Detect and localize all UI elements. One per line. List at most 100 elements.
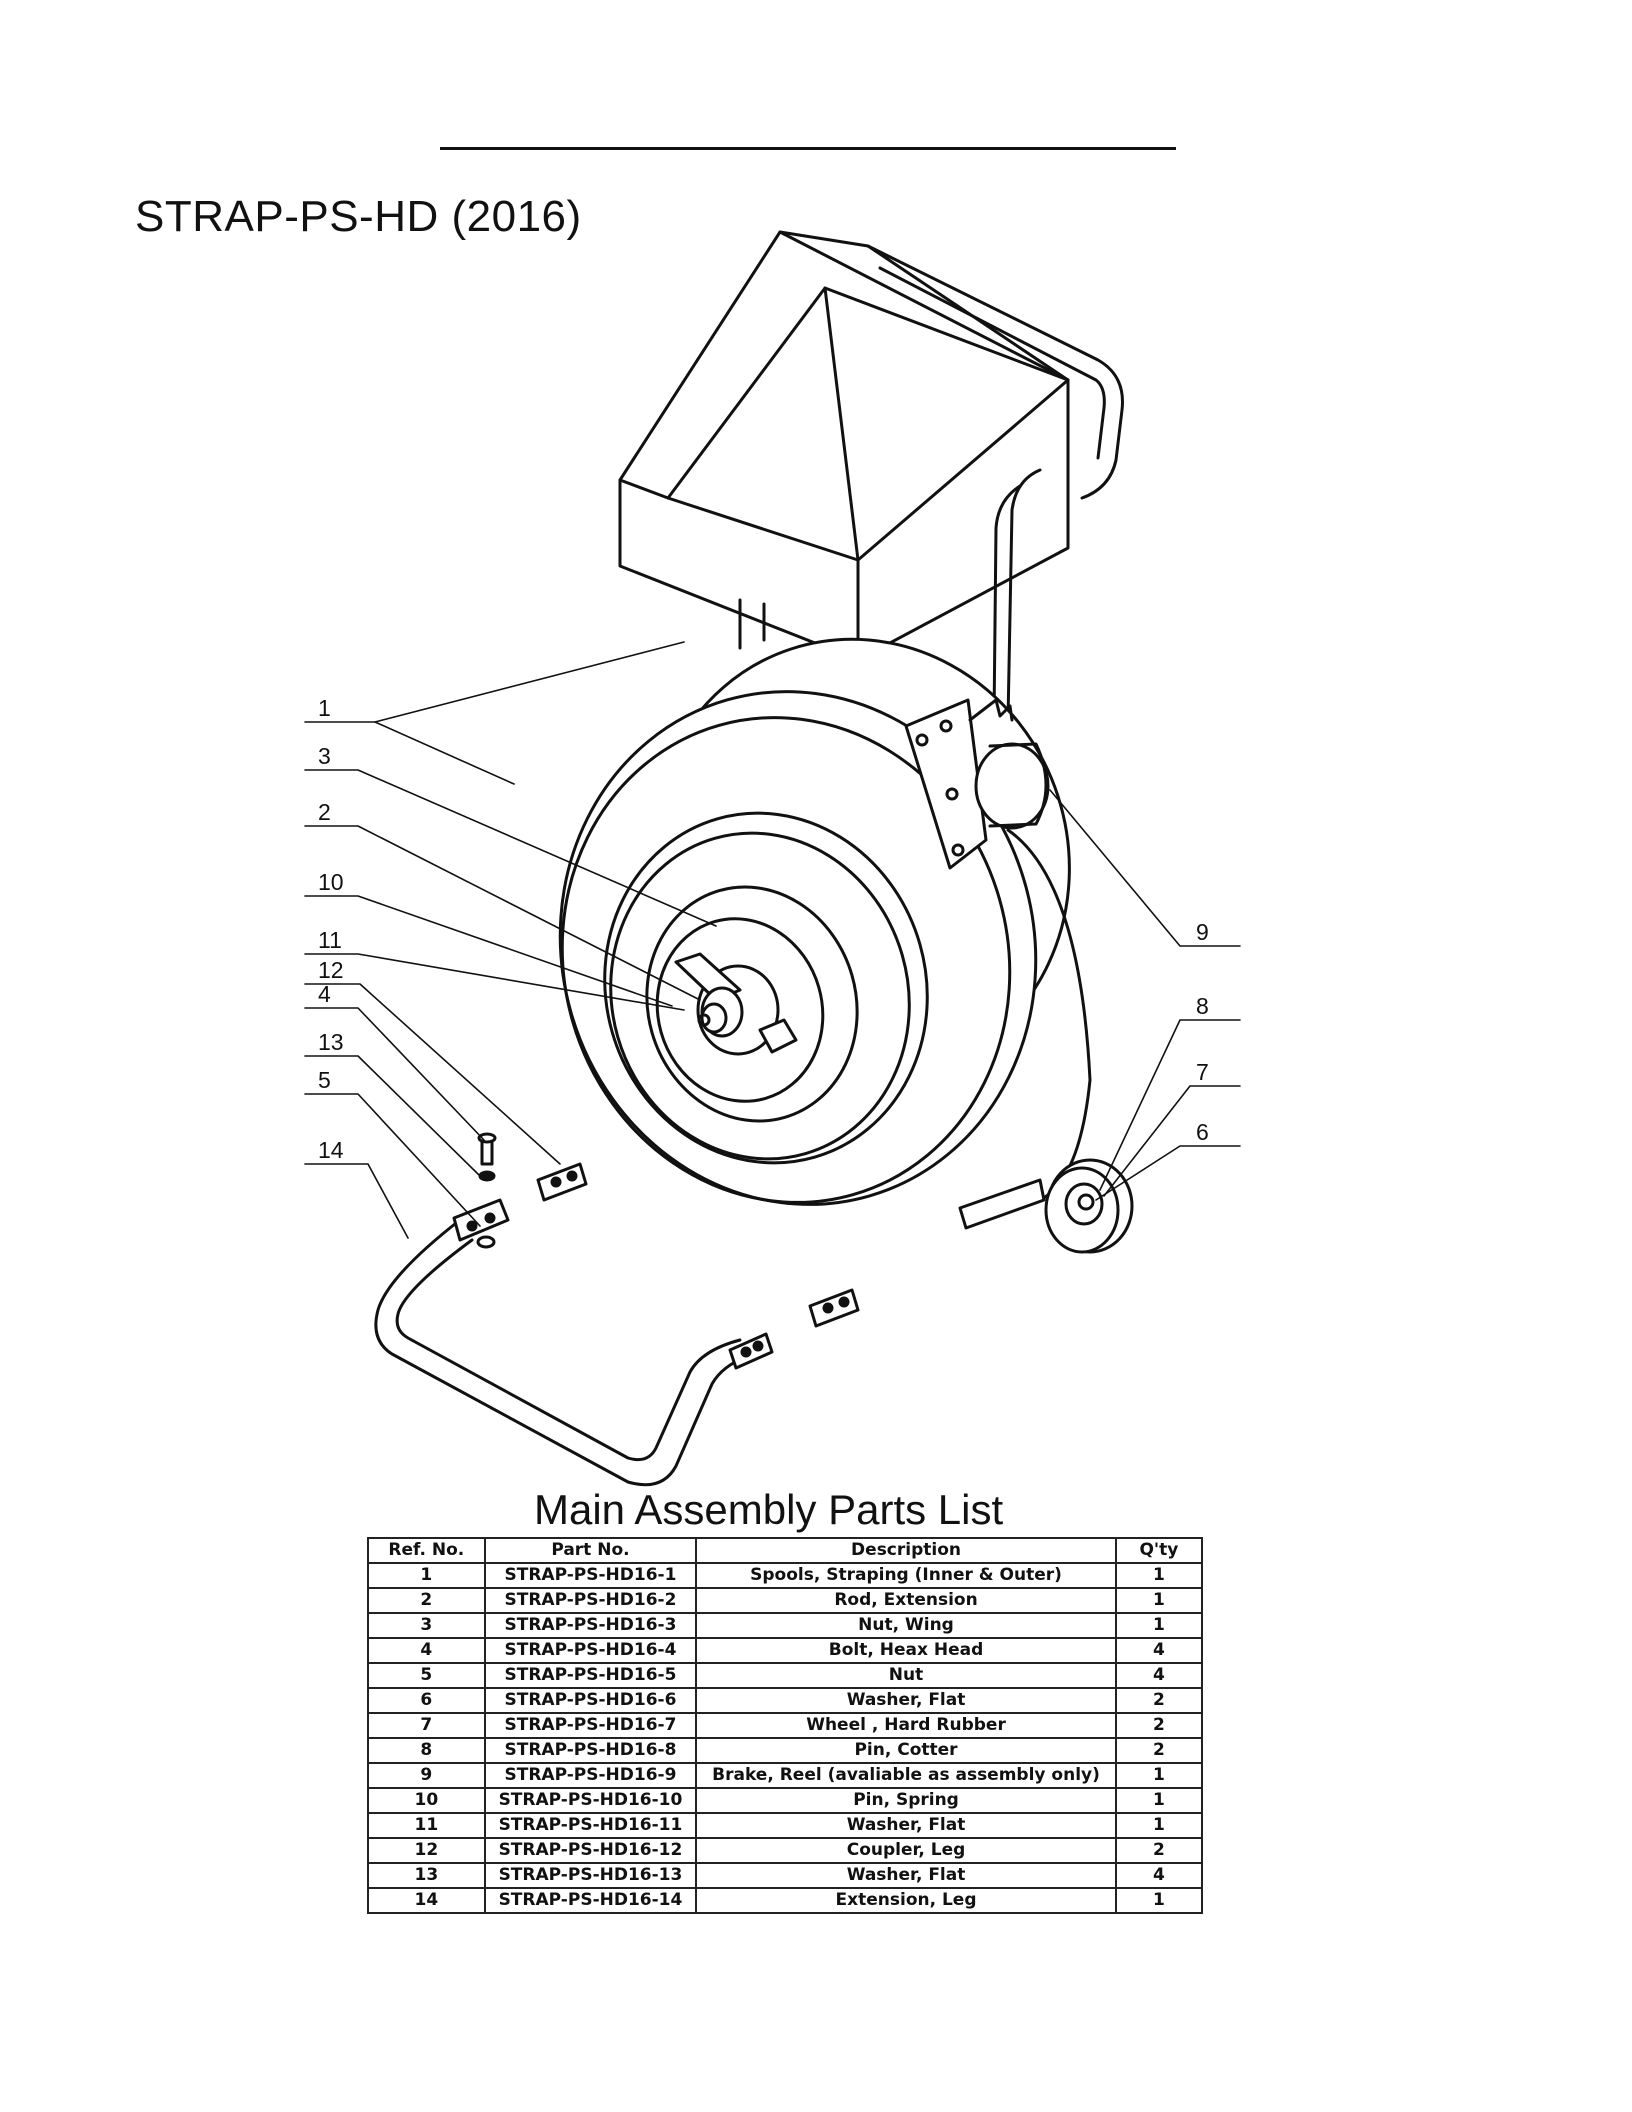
table-cell: STRAP-PS-HD16-13 (483, 1862, 698, 1889)
table-cell: STRAP-PS-HD16-11 (483, 1812, 698, 1839)
table-cell: Coupler, Leg (695, 1837, 1117, 1864)
callout-label: 12 (318, 957, 344, 983)
table-cell: Nut, Wing (695, 1612, 1117, 1639)
spools (558, 637, 1092, 1206)
table-cell: 4 (1114, 1637, 1204, 1664)
table-cell: Bolt, Heax Head (695, 1637, 1117, 1664)
table-cell: 1 (1114, 1787, 1204, 1814)
column-header: Q'ty (1114, 1537, 1204, 1564)
table-cell: STRAP-PS-HD16-7 (483, 1712, 698, 1739)
parts-list-title: Main Assembly Parts List (534, 1486, 1004, 1533)
callout-label: 13 (318, 1029, 344, 1055)
callout-label: 6 (1196, 1119, 1209, 1145)
brake-assembly (904, 698, 1050, 870)
table-cell: 7 (367, 1712, 486, 1739)
table-cell: STRAP-PS-HD16-4 (483, 1637, 698, 1664)
tray (618, 230, 1070, 662)
table-cell: 1 (367, 1562, 486, 1589)
table-cell: 1 (1114, 1587, 1204, 1614)
table-cell: Wheel , Hard Rubber (695, 1712, 1117, 1739)
table-cell: STRAP-PS-HD16-5 (483, 1662, 698, 1689)
table-cell: Pin, Cotter (695, 1737, 1117, 1764)
table-cell: Washer, Flat (695, 1812, 1117, 1839)
table-cell: STRAP-PS-HD16-8 (483, 1737, 698, 1764)
wing-nut (674, 952, 798, 1056)
table-cell: 2 (1114, 1837, 1204, 1864)
table-cell: 13 (367, 1862, 486, 1889)
table-cell: STRAP-PS-HD16-14 (483, 1887, 698, 1914)
table-cell: 11 (367, 1812, 486, 1839)
table-cell: 2 (1114, 1737, 1204, 1764)
couplers (536, 1162, 860, 1328)
table-cell: 12 (367, 1837, 486, 1864)
column-header: Ref. No. (367, 1537, 486, 1564)
callout-leaders (304, 641, 1241, 1239)
table-cell: 1 (1114, 1562, 1204, 1589)
callout-label: 1 (318, 695, 331, 721)
table-cell: 2 (1114, 1687, 1204, 1714)
frame (738, 244, 1124, 722)
table-cell: 1 (1114, 1612, 1204, 1639)
callout-label: 10 (318, 869, 344, 895)
callout-label: 4 (318, 981, 331, 1007)
table-cell: 4 (1114, 1862, 1204, 1889)
table-cell: 5 (367, 1662, 486, 1689)
callout-label: 11 (318, 927, 342, 953)
wheel (958, 1158, 1134, 1254)
callout-label: 14 (318, 1137, 344, 1163)
callout-label: 9 (1196, 919, 1209, 945)
callout-label: 8 (1196, 993, 1209, 1019)
column-header: Description (695, 1537, 1117, 1564)
table-cell: Extension, Leg (695, 1887, 1117, 1914)
table-cell: Pin, Spring (695, 1787, 1117, 1814)
callout-label: 3 (318, 743, 331, 769)
table-cell: STRAP-PS-HD16-3 (483, 1612, 698, 1639)
table-cell: STRAP-PS-HD16-2 (483, 1587, 698, 1614)
table-cell: 14 (367, 1887, 486, 1914)
table-cell: STRAP-PS-HD16-9 (483, 1762, 698, 1789)
column-header: Part No. (483, 1537, 698, 1564)
table-cell: 2 (1114, 1712, 1204, 1739)
callout-label: 2 (318, 799, 331, 825)
callout-label: 5 (318, 1067, 331, 1093)
table-cell: 1 (1114, 1762, 1204, 1789)
table-cell: STRAP-PS-HD16-1 (483, 1562, 698, 1589)
table-cell: Washer, Flat (695, 1687, 1117, 1714)
header-rule (440, 147, 1176, 150)
table-cell: 6 (367, 1687, 486, 1714)
table-cell: STRAP-PS-HD16-6 (483, 1687, 698, 1714)
table-cell: 10 (367, 1787, 486, 1814)
table-cell: STRAP-PS-HD16-12 (483, 1837, 698, 1864)
leg-extension (374, 1198, 774, 1487)
table-cell: STRAP-PS-HD16-10 (483, 1787, 698, 1814)
callout-labels: 1 3 2 10 11 12 4 13 5 14 9 8 7 6 (318, 695, 1209, 1163)
table-cell: 4 (1114, 1662, 1204, 1689)
page-title: STRAP-PS-HD (2016) (135, 192, 582, 241)
table-cell: 8 (367, 1737, 486, 1764)
table-cell: 1 (1114, 1887, 1204, 1914)
table-cell: 4 (367, 1637, 486, 1664)
table-header-row: Ref. No. Part No. Description Q'ty (367, 1537, 1204, 1564)
table-cell: 1 (1114, 1812, 1204, 1839)
table-cell: 3 (367, 1612, 486, 1639)
table-cell: Nut (695, 1662, 1117, 1689)
table-cell: Brake, Reel (avaliable as assembly only) (695, 1762, 1117, 1789)
callout-label: 7 (1196, 1059, 1209, 1085)
table-cell: 9 (367, 1762, 486, 1789)
